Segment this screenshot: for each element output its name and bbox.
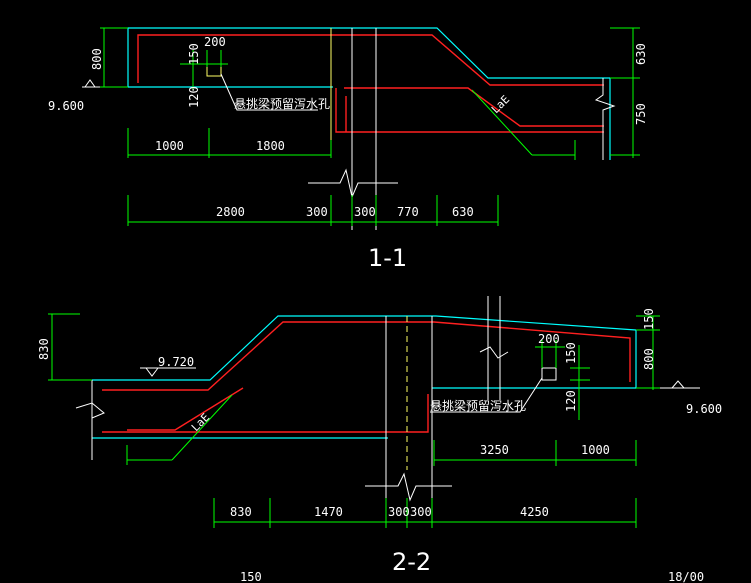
s2-hole-h1: 150 (564, 342, 578, 364)
s2-bottom-rebar (102, 394, 429, 433)
s2-level-left: 9.720 (158, 355, 194, 369)
s2-dim-300b: 300 (410, 505, 432, 519)
s1-height-left: 800 (90, 48, 104, 70)
s2-drain-hole (541, 367, 557, 381)
s2-title: 2-2 (392, 548, 431, 576)
s2-height-right-top: 150 (642, 308, 656, 330)
s1-title: 1-1 (368, 244, 407, 272)
s2-lae-label: LaE (189, 411, 212, 434)
s2-break-line (365, 472, 452, 502)
s1-hole-width: 200 (204, 35, 226, 49)
s2-dim-300a: 300 (388, 505, 410, 519)
s1-height-right-bottom: 750 (634, 103, 648, 125)
s2-hole-width: 200 (538, 332, 560, 346)
s2-height-right-bottom: 800 (642, 348, 656, 370)
s1-dimension-lines (100, 27, 640, 226)
s2-beam-outline (92, 315, 637, 389)
s1-lae-rebar (344, 87, 604, 127)
s1-hole-h2: 120 (187, 86, 201, 108)
s2-lae-rebar (127, 387, 244, 431)
s1-break-line (308, 168, 398, 199)
s2-dim-3250: 3250 (480, 443, 509, 457)
s1-dim-1800: 1800 (256, 139, 285, 153)
s1-dim-2800: 2800 (216, 205, 245, 219)
s1-drain-hole (206, 63, 222, 77)
s2-dim-4250: 4250 (520, 505, 549, 519)
s1-dim-630: 630 (452, 205, 474, 219)
s2-hole-h2: 120 (564, 390, 578, 412)
s2-dim-830: 830 (230, 505, 252, 519)
s2-dim-1000: 1000 (581, 443, 610, 457)
s1-note: 悬挑梁预留泻水孔 (234, 96, 330, 111)
s1-dim-770: 770 (397, 205, 419, 219)
s1-beam-outline (127, 27, 610, 87)
s1-dim-300b: 300 (354, 205, 376, 219)
s2-height-left: 830 (37, 338, 51, 360)
s2-dimension-lines (48, 313, 660, 528)
s2-note-leader (430, 377, 543, 413)
s2-level-right: 9.600 (686, 402, 722, 416)
s2-top-rebar (102, 321, 631, 391)
footer-left-text: 150 (240, 570, 262, 583)
s1-level-text: 9.600 (48, 99, 84, 113)
s2-dim-1470: 1470 (314, 505, 343, 519)
s2-note: 悬挑梁预留泻水孔 (430, 398, 526, 413)
section-1-1: 9.600 800 630 750 200 150 120 悬挑梁预留泻水孔 L… (48, 27, 648, 272)
section-2-2: 830 9.720 9.600 150 800 200 150 120 悬挑梁预… (37, 296, 722, 576)
s1-hole-h1: 150 (187, 43, 201, 65)
s1-note-leader (220, 73, 318, 111)
s1-dim-1000: 1000 (155, 139, 184, 153)
s1-height-right-top: 630 (634, 43, 648, 65)
s1-top-rebar (137, 34, 604, 86)
footer-right-text: 18/00 (668, 570, 704, 583)
s1-dim-300a: 300 (306, 205, 328, 219)
s1-bottom-rebar (335, 88, 604, 133)
